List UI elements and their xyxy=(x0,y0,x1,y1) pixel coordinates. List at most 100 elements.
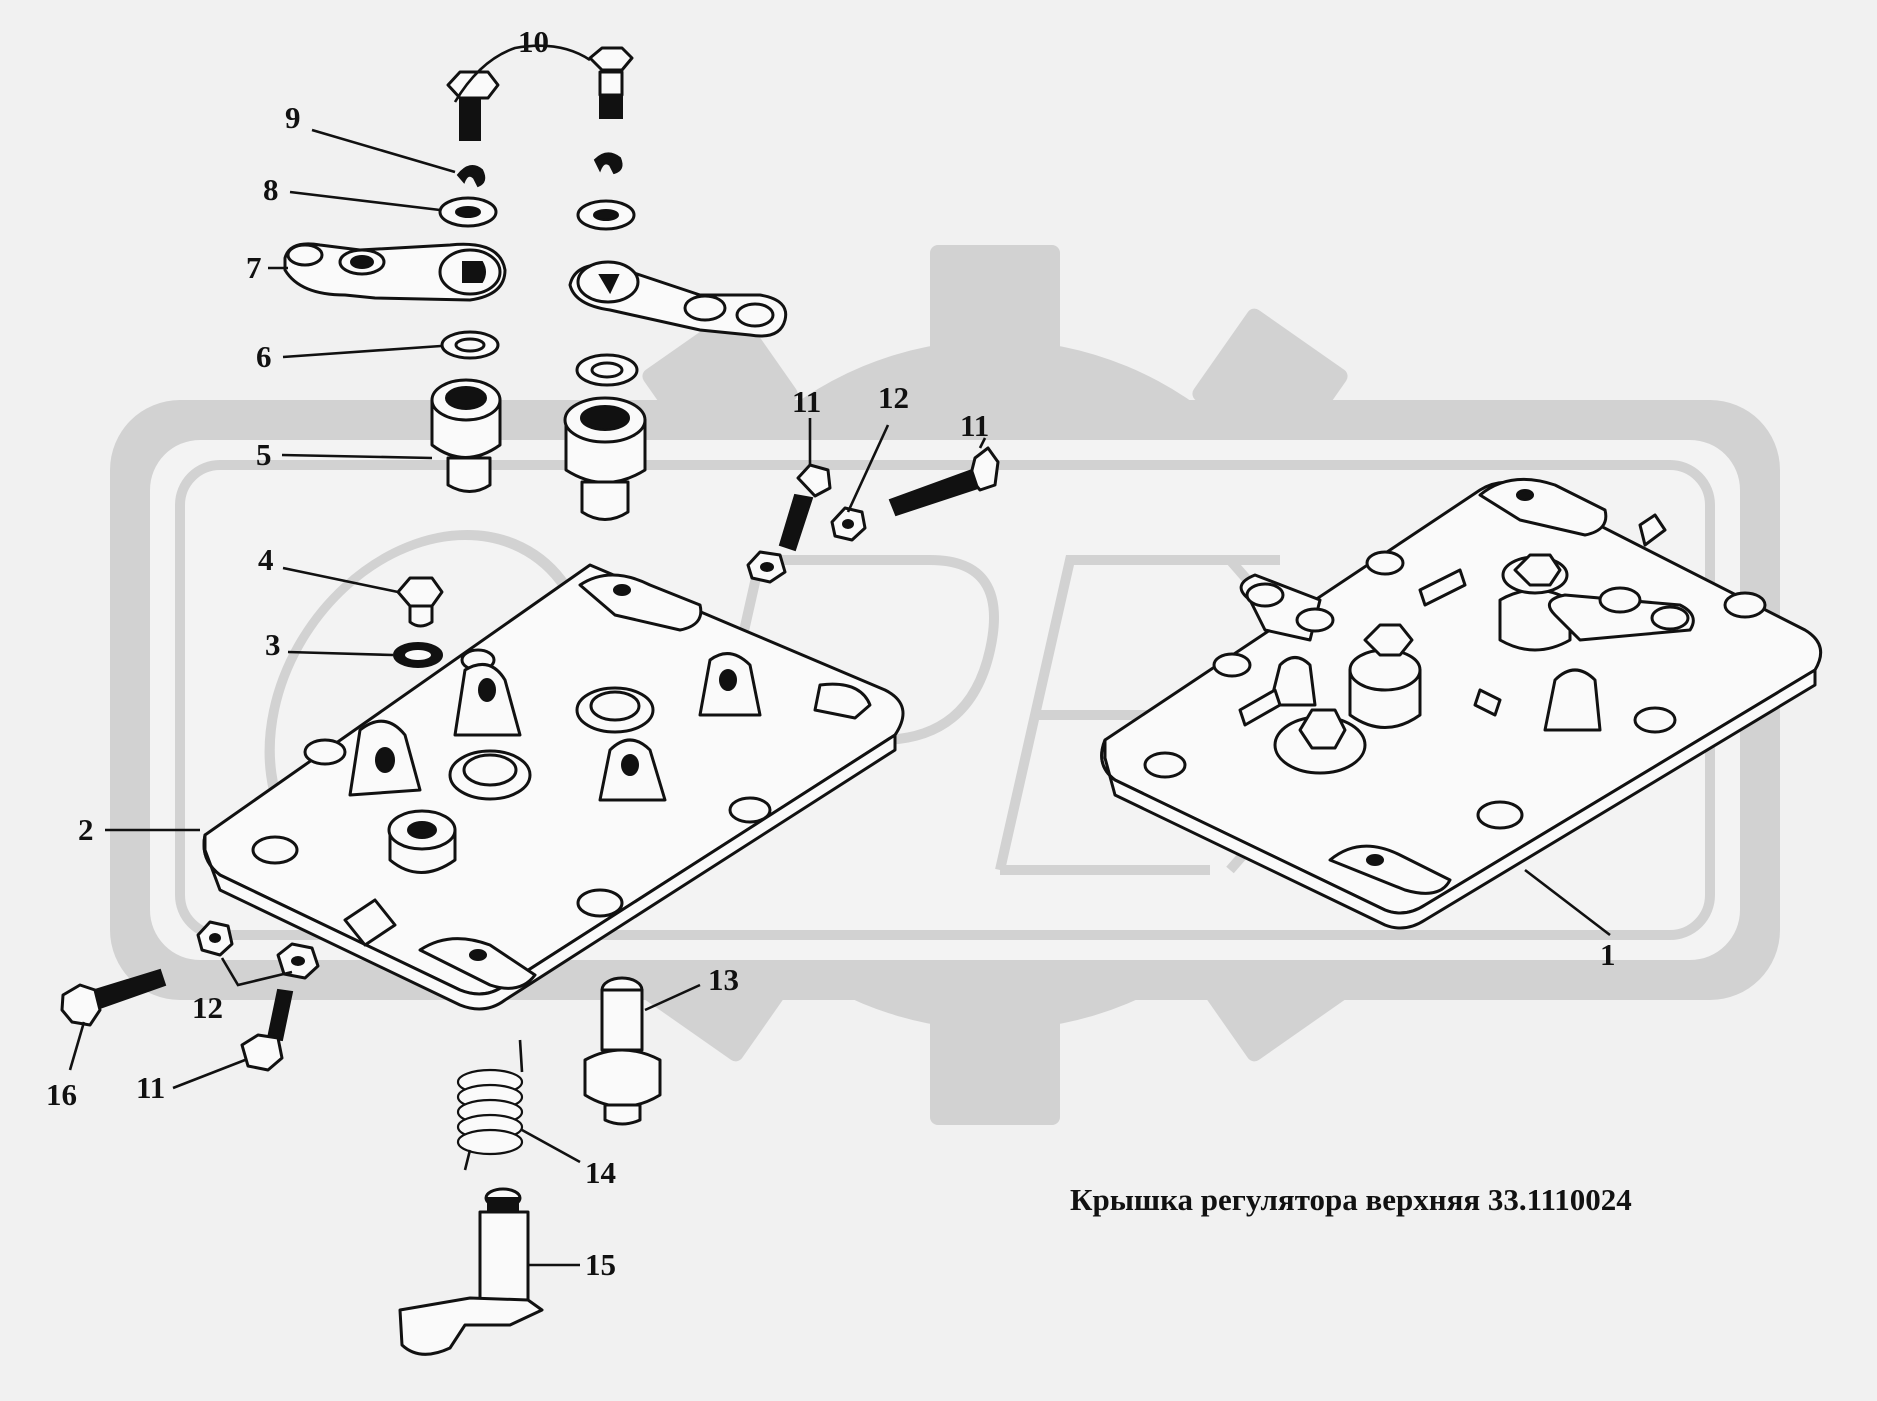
callout-3: 3 xyxy=(265,627,281,662)
shaft-15-finger xyxy=(398,1296,544,1356)
plate-ear-hole xyxy=(613,584,631,596)
lever-left-d-hole xyxy=(462,261,486,283)
part-7-levers xyxy=(283,242,788,338)
leader-6 xyxy=(282,344,442,359)
callout-7: 7 xyxy=(246,250,262,285)
lever-eye xyxy=(1650,605,1690,631)
callout-labels: 10 9 8 7 6 5 4 3 2 1 11 12 11 12 11 16 1… xyxy=(46,24,1616,1282)
lug-hole xyxy=(375,747,395,773)
callout-8: 8 xyxy=(263,172,279,207)
screw-11-upper-right-thread xyxy=(888,468,980,517)
cover-plate-edge xyxy=(202,733,897,1011)
callout-11-upper-left: 11 xyxy=(792,384,821,419)
plate-ear-bottom xyxy=(418,937,537,990)
leader-11b xyxy=(978,437,987,449)
bolt-10-right-thread xyxy=(599,94,623,119)
ear-hole xyxy=(1516,489,1534,501)
leader-3 xyxy=(287,650,394,657)
part-2-cover-plate xyxy=(202,563,905,1011)
leader-9 xyxy=(311,128,456,174)
screw-11-upper-left-thread xyxy=(778,493,814,552)
washer-6-left-hole xyxy=(454,337,486,353)
callout-16: 16 xyxy=(46,1077,77,1112)
leader-10 xyxy=(453,44,591,103)
bushing-right-stem xyxy=(580,480,630,521)
plug-4-head xyxy=(396,576,444,608)
nut-12-lower-right-hole xyxy=(291,956,305,966)
leader-lines xyxy=(68,44,1611,1267)
leader-5 xyxy=(281,453,433,460)
callout-1: 1 xyxy=(1600,937,1616,972)
part-14-spring xyxy=(456,1039,524,1171)
lever-left-eye xyxy=(286,243,324,267)
gear-tooth-top xyxy=(930,245,1060,365)
mounted-bushing-right-nut xyxy=(1513,553,1562,587)
mounted-screw-right xyxy=(1473,688,1502,717)
bolt-10-right-neck xyxy=(598,70,624,97)
bolt-16-thread xyxy=(93,968,167,1010)
plate-slot xyxy=(343,898,397,947)
valve-13-tip xyxy=(603,1103,642,1126)
lever-right-eye xyxy=(683,294,727,322)
part-13-valve xyxy=(583,976,662,1126)
lug-hole xyxy=(719,669,737,691)
lever-eye xyxy=(1295,607,1335,633)
bolt-10-left-shank xyxy=(459,99,481,141)
mounted-lug xyxy=(1268,656,1317,707)
assembled-plate-ear xyxy=(1478,477,1608,537)
part-5-bushings xyxy=(430,378,647,521)
plate-boss xyxy=(1212,652,1252,678)
valve-13-flange xyxy=(583,1048,662,1108)
leader-16 xyxy=(68,1021,86,1071)
plate-boss xyxy=(1633,706,1677,734)
lock-ring-9-right xyxy=(593,152,623,175)
washer-8-left-hole xyxy=(455,206,481,218)
assembled-plate-ear xyxy=(1328,844,1452,895)
screw-11-lower-head xyxy=(240,1033,284,1072)
lug-hole xyxy=(621,754,639,776)
ear-hole xyxy=(1366,854,1384,866)
mounted-lever-right xyxy=(1547,593,1695,642)
plate-boss xyxy=(303,738,347,766)
lever-eye xyxy=(1245,582,1285,608)
lug-hole xyxy=(478,678,496,702)
valve-13-stem xyxy=(600,988,644,1052)
bolt-16-head xyxy=(60,983,102,1027)
plate-ear-right xyxy=(813,682,872,720)
leader-8 xyxy=(289,190,441,212)
washer-8-right-hole xyxy=(593,209,619,221)
screw-11-lower-thread xyxy=(266,988,294,1042)
shaft-15-body xyxy=(478,1210,530,1302)
plate-cylinder-hole xyxy=(407,821,437,839)
screw-11-upper-left-head xyxy=(796,463,832,498)
leader-12a xyxy=(846,424,890,513)
plate-ear-top xyxy=(578,573,703,632)
part-10-bolts xyxy=(446,46,634,141)
callout-6: 6 xyxy=(256,339,272,374)
part-15-shaft xyxy=(398,1187,544,1356)
callout-11-upper-right: 11 xyxy=(960,408,989,443)
plate-boss xyxy=(251,835,299,865)
plate-cylinder-bore xyxy=(589,690,641,722)
upper-screws-and-nuts xyxy=(746,446,1000,584)
nut-upper-hole xyxy=(760,562,774,572)
bushing-left-bore xyxy=(445,386,487,410)
plate-boss xyxy=(576,888,624,918)
leader-14 xyxy=(521,1128,581,1164)
assembled-plate-edge xyxy=(1100,668,1817,930)
lever-eye xyxy=(1598,586,1642,614)
mounted-screw-top xyxy=(1638,513,1667,547)
plate-boss xyxy=(1476,800,1524,830)
mounted-screw xyxy=(1418,568,1467,607)
callout-11-lower: 11 xyxy=(136,1070,165,1105)
nut-12-upper-hole xyxy=(842,519,854,529)
leader-4 xyxy=(282,566,399,594)
lever-left-hole xyxy=(350,255,374,269)
shaft-15-spline xyxy=(487,1197,519,1213)
mounted-lug xyxy=(1543,668,1602,732)
spring-tail-bottom xyxy=(463,1149,472,1171)
callout-10: 10 xyxy=(518,24,549,59)
bushing-left-stem xyxy=(446,456,492,493)
mounted-hex-bolt xyxy=(1298,708,1347,750)
